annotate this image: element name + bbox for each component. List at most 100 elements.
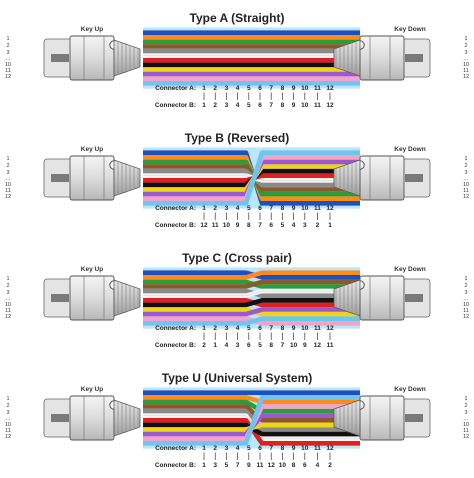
- connector-b-pin: 1: [213, 342, 217, 349]
- connector-a-pin: 3: [225, 205, 229, 212]
- left-connector: [43, 275, 141, 321]
- connector-a-pin: 7: [269, 325, 273, 332]
- connector-b-pin: 12: [326, 102, 334, 109]
- left-pin-label: 10: [5, 182, 11, 188]
- connector-a-pin: 12: [326, 325, 334, 332]
- connector-a-pin: 6: [258, 445, 262, 452]
- left-pin-label: 2: [6, 43, 9, 49]
- connector-a-pin: 6: [258, 205, 262, 212]
- left-pin-label: 3: [6, 410, 9, 416]
- ferrule-window: [51, 174, 69, 182]
- left-pin-label: 11: [5, 428, 11, 434]
- left-pin-label: ...: [6, 416, 11, 422]
- connector-a-pin: 11: [314, 85, 321, 92]
- right-connector: [333, 155, 431, 201]
- connector-b-pin: 2: [213, 102, 217, 109]
- right-pin-label: 10: [463, 182, 469, 188]
- connector-a-pin: 5: [247, 85, 251, 92]
- connector-b-pin: 4: [225, 342, 229, 349]
- connector-body: [69, 395, 115, 441]
- connector-b-pin: 6: [247, 342, 251, 349]
- connector-b-pin: 12: [268, 462, 276, 469]
- connector-body: [359, 35, 405, 81]
- left-pin-label: 1: [6, 36, 9, 42]
- fiber-2: [143, 270, 360, 280]
- connector-body: [359, 275, 405, 321]
- connector-b-pin: 10: [290, 342, 298, 349]
- connector-a-pin: 7: [269, 205, 273, 212]
- left-connector: [43, 155, 141, 201]
- connector-body: [359, 155, 405, 201]
- connector-b-pin: 1: [202, 462, 206, 469]
- connector-a-pin: 4: [236, 325, 240, 332]
- fiber-ribbon: [143, 387, 360, 449]
- connector-b-pin: 10: [301, 102, 309, 109]
- connector-a-label: Connector A:: [155, 205, 196, 212]
- fiber-ribbon: [143, 267, 360, 329]
- connector-a-pin: 5: [247, 325, 251, 332]
- connector-a-pin: 8: [281, 205, 285, 212]
- connector-b-pin: 11: [212, 222, 219, 229]
- ferrule-window: [405, 174, 423, 182]
- key-up-label: Key Up: [81, 266, 103, 273]
- ferrule-window: [405, 54, 423, 62]
- connector-b-pin: 7: [236, 462, 240, 469]
- connector-a-pin: 10: [301, 445, 309, 452]
- right-pin-label: 1: [464, 36, 467, 42]
- connector-a-pin: 8: [281, 445, 285, 452]
- connector-a-pin: 9: [292, 445, 296, 452]
- connector-a-pin: 3: [225, 445, 229, 452]
- key-down-label: Key Down: [394, 386, 425, 393]
- panel-title: Type A (Straight): [190, 11, 285, 25]
- connector-a-pin: 1: [202, 205, 206, 212]
- left-pin-label: 12: [5, 194, 11, 200]
- connector-b-pin: 8: [281, 102, 285, 109]
- connector-b-pin: 4: [236, 102, 240, 109]
- connector-boot: [113, 279, 141, 317]
- connector-b-pin: 5: [281, 222, 285, 229]
- right-pin-label: 1: [464, 276, 467, 282]
- left-connector: [43, 35, 141, 81]
- key-down-label: Key Down: [394, 266, 425, 273]
- connector-b-label: Connector B:: [155, 462, 196, 469]
- left-pin-label: 3: [6, 50, 9, 56]
- left-pin-label: 1: [6, 396, 9, 402]
- key-up-label: Key Up: [81, 26, 103, 33]
- panel-title: Type C (Cross pair): [182, 251, 292, 265]
- fiber-2: [143, 395, 360, 405]
- fiber-ribbon: [143, 147, 360, 209]
- left-pin-label: 2: [6, 283, 9, 289]
- connector-b-pin: 4: [316, 462, 320, 469]
- connector-a-pin: 10: [301, 85, 309, 92]
- connector-a-pin: 10: [301, 325, 309, 332]
- connector-a-pin: 6: [258, 325, 262, 332]
- connector-b-pin: 6: [269, 222, 273, 229]
- right-pin-label: 10: [463, 302, 469, 308]
- connector-a-pin: 9: [292, 205, 296, 212]
- ferrule-window: [405, 294, 423, 302]
- right-pin-label: ...: [464, 56, 469, 62]
- right-pin-label: 11: [463, 188, 469, 194]
- panel-title: Type U (Universal System): [162, 371, 313, 385]
- connector-b-pin: 5: [225, 462, 229, 469]
- connector-a-pin: 1: [202, 445, 206, 452]
- right-pin-label: 11: [463, 428, 469, 434]
- right-pin-label: 10: [463, 422, 469, 428]
- connector-a-pin: 12: [326, 445, 334, 452]
- connector-b-pin: 11: [257, 462, 264, 469]
- left-pin-label: 3: [6, 290, 9, 296]
- ferrule-window: [51, 414, 69, 422]
- left-pin-label: ...: [6, 176, 11, 182]
- connector-boot: [333, 399, 361, 437]
- left-pin-label: 3: [6, 170, 9, 176]
- left-pin-label: 2: [6, 163, 9, 169]
- right-pin-label: 11: [463, 68, 469, 74]
- connector-b-label: Connector B:: [155, 102, 196, 109]
- connector-body: [69, 155, 115, 201]
- connector-boot: [113, 399, 141, 437]
- key-down-label: Key Down: [394, 146, 425, 153]
- right-pin-label: 3: [464, 170, 467, 176]
